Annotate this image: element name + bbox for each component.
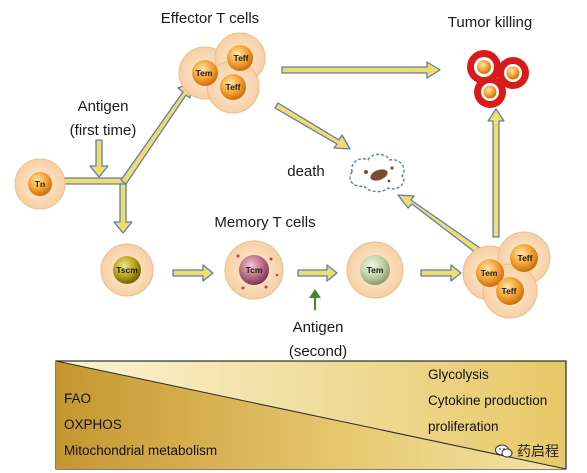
arrow-tscm-tcm bbox=[172, 264, 214, 282]
label-antigen-second-paren: (second) bbox=[288, 343, 348, 360]
label-effector-t-cells: Effector T cells bbox=[160, 10, 260, 27]
cell-tcm bbox=[224, 240, 284, 300]
cell-label-tn: Tn bbox=[35, 179, 45, 189]
watermark-text: 药启程 bbox=[517, 443, 559, 459]
cell-label-teff-2: Teff bbox=[502, 286, 517, 296]
dead-cell-icon bbox=[349, 153, 405, 193]
arrows bbox=[59, 61, 505, 282]
arrow-effector-death bbox=[274, 102, 351, 150]
arrow-junction-tscm bbox=[113, 183, 133, 234]
metab-left-1: OXPHOS bbox=[64, 417, 122, 432]
cell-tn bbox=[14, 158, 66, 210]
cell-label-tcm: Tcm bbox=[246, 265, 263, 275]
arrow-tem-teff bbox=[420, 264, 462, 282]
metab-right-0: Glycolysis bbox=[428, 367, 489, 382]
cell-label-tem-teff: Tem bbox=[481, 268, 498, 278]
cell-label-teff-effector-2: Teff bbox=[226, 82, 241, 92]
cell-cluster-effector bbox=[178, 32, 266, 114]
cell-label-teff-effector-1: Teff bbox=[234, 53, 249, 63]
label-memory-t-cells: Memory T cells bbox=[214, 214, 316, 231]
arrow-teff-death bbox=[397, 194, 481, 254]
arrow-effector-tumor bbox=[281, 61, 441, 79]
cell-cluster-teff bbox=[462, 231, 551, 319]
metab-right-2: proliferation bbox=[428, 419, 499, 434]
arrow-antigen-down bbox=[89, 139, 109, 178]
cell-label-teff-1: Teff bbox=[518, 253, 533, 263]
label-antigen-first: Antigen bbox=[77, 98, 129, 115]
watermark: 药启程 bbox=[495, 441, 559, 461]
label-tumor-killing: Tumor killing bbox=[447, 14, 533, 31]
tumor-cells bbox=[467, 50, 529, 108]
wechat-icon bbox=[495, 444, 513, 458]
label-death: death bbox=[287, 163, 325, 180]
label-antigen-second: Antigen bbox=[292, 319, 344, 336]
cell-tem bbox=[346, 241, 404, 299]
cell-label-tscm: Tscm bbox=[116, 265, 138, 275]
metab-left-2: Mitochondrial metabolism bbox=[64, 443, 218, 458]
metab-right-1: Cytokine production bbox=[428, 393, 548, 408]
label-antigen-first-time: (first time) bbox=[69, 122, 137, 139]
metabolism-band bbox=[55, 360, 567, 470]
arrow-tcm-tem bbox=[297, 264, 338, 282]
metab-left-0: FAO bbox=[64, 391, 92, 406]
arrow-tn-junction bbox=[59, 177, 126, 185]
cell-tscm bbox=[100, 243, 154, 297]
cell-label-tem: Tem bbox=[367, 265, 384, 275]
cell-label-tem-effector: Tem bbox=[196, 68, 213, 78]
arrow-antigen-second bbox=[309, 289, 321, 310]
arrow-teff-tumor bbox=[487, 108, 505, 238]
